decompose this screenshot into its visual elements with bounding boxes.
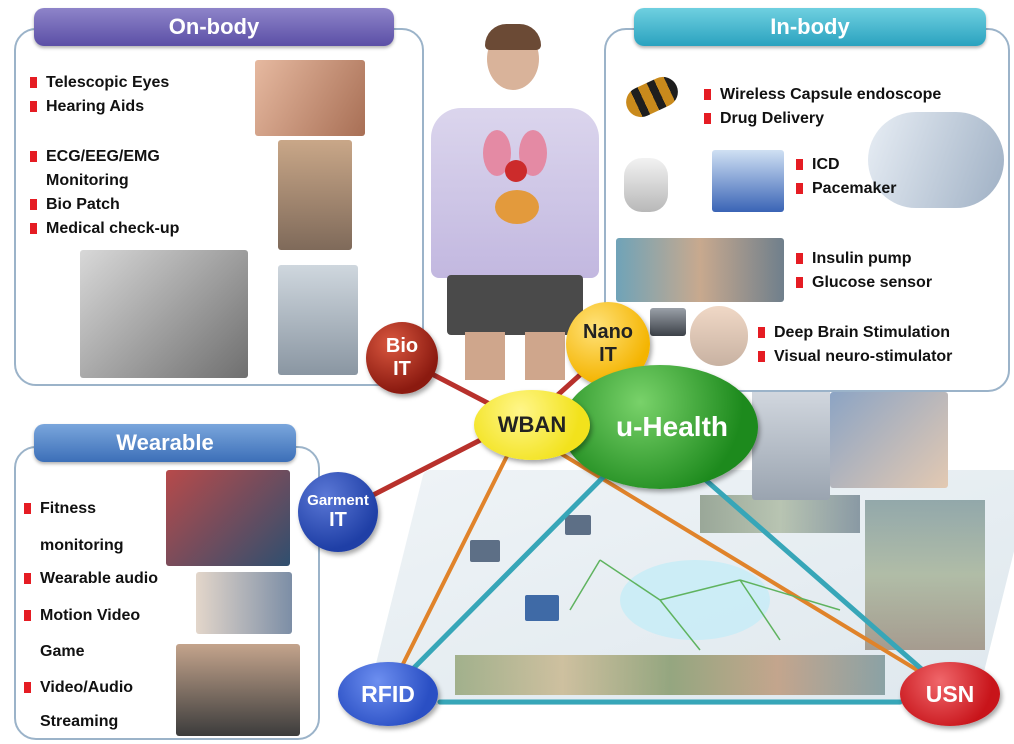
list-item: Motion Video (24, 605, 140, 627)
sensor-link (659, 599, 701, 651)
wearable-title: Wearable (34, 424, 296, 462)
list-item: Drug Delivery (704, 108, 824, 130)
list-item: Visual neuro-stimulator (758, 346, 952, 368)
list-item: Monitoring (46, 172, 129, 189)
list-item: ECG/EEG/EMG (30, 146, 160, 168)
onbody-title: On-body (34, 8, 394, 46)
telescopic-glasses-photo (255, 60, 365, 136)
list-item: Glucose sensor (796, 272, 932, 294)
list-item: Medical check-up (30, 218, 179, 240)
sensor-link (739, 579, 841, 611)
arm-sensor-photo (80, 250, 248, 378)
figure-shorts (447, 275, 583, 335)
list-item: Video/Audio (24, 677, 133, 699)
list-item: Wearable audio (24, 568, 158, 590)
elderly-patient-photo (830, 392, 948, 488)
insulin-pump-photo (616, 238, 784, 302)
wearable-audio-photo (196, 572, 292, 634)
bio-it-line2: IT (393, 358, 411, 380)
list-item: Bio Patch (30, 194, 120, 216)
link-wban-rfid (388, 448, 512, 692)
bio-it-line1: Bio (385, 335, 419, 357)
figure-leg (465, 332, 505, 380)
garment-it-line1: Garment (307, 492, 369, 509)
sensor-link (569, 559, 601, 611)
list-item: Insulin pump (796, 248, 912, 270)
list-item: Pacemaker (796, 178, 897, 200)
pacemaker-icon (624, 158, 668, 212)
brain-scan-photo (650, 308, 686, 336)
nano-it-line2: IT (599, 344, 617, 366)
sensor-link (659, 579, 741, 601)
nano-it-line1: Nano (583, 321, 633, 343)
heart-icon (505, 160, 527, 182)
list-item: Hearing Aids (30, 96, 144, 118)
computer-icon (565, 515, 591, 535)
link-uhealth-rfid (385, 437, 643, 697)
uhealth-node: u-Health (562, 365, 758, 489)
list-item: Fitness (24, 498, 96, 520)
sensor-link (599, 559, 661, 601)
list-item: Wireless Capsule endoscope (704, 84, 941, 106)
garment-it-line2: IT (329, 509, 347, 531)
rfid-node: RFID (338, 662, 438, 726)
list-item: monitoring (40, 537, 124, 554)
stomach-icon (495, 190, 539, 224)
list-item: ICD (796, 154, 840, 176)
figure-leg (525, 332, 565, 380)
icd-device-icon (712, 150, 784, 212)
list-item: Deep Brain Stimulation (758, 322, 950, 344)
capsule-cutaway-photo (868, 112, 1004, 208)
map-photo-strip (455, 655, 885, 695)
link-uhealth-usn (657, 437, 953, 697)
computer-icon (470, 540, 500, 562)
network-cloud (620, 560, 770, 640)
list-item: Streaming (40, 713, 119, 730)
sensor-link (739, 579, 781, 641)
brain-patient-photo (690, 306, 748, 366)
link-wban-usn (553, 448, 952, 692)
human-figure (425, 20, 605, 380)
map-photo-right (865, 500, 985, 650)
computer-icon (525, 595, 559, 621)
wheelchair-care-photo (752, 378, 830, 500)
bio-patch-photo (278, 140, 352, 250)
pda-checkup-photo (278, 265, 358, 375)
list-item: Telescopic Eyes (30, 72, 169, 94)
wban-node: WBAN (474, 390, 590, 460)
fitness-photo (166, 470, 290, 566)
usn-node: USN (900, 662, 1000, 726)
list-item: Game (40, 643, 85, 660)
figure-hair (485, 24, 541, 50)
motion-vest-photo (176, 644, 300, 736)
inbody-title: In-body (634, 8, 986, 46)
